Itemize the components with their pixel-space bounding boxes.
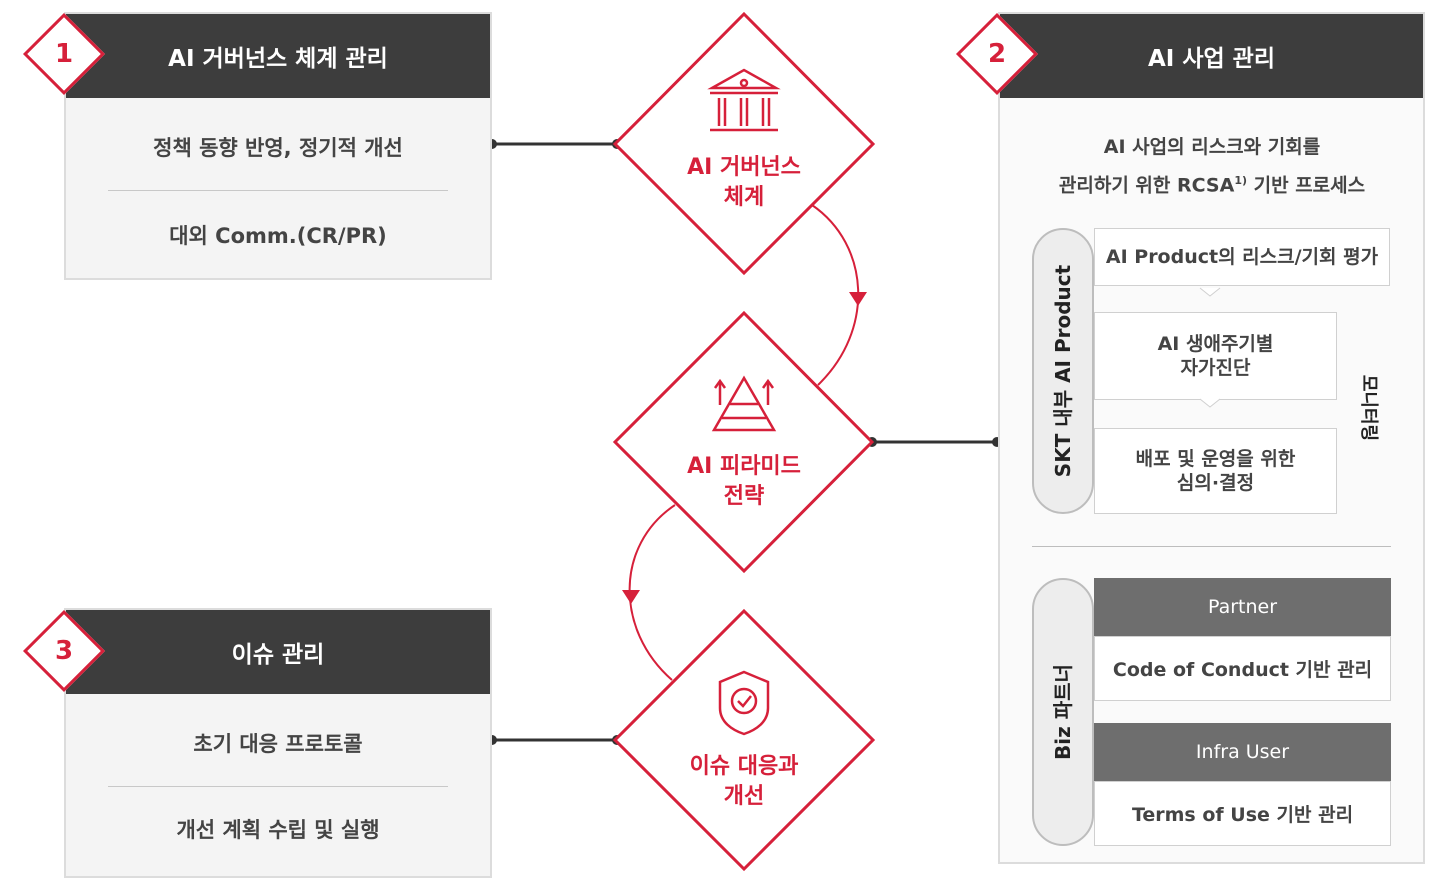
diamond-governance xyxy=(612,11,876,276)
partner-group-pill xyxy=(1032,578,1094,846)
business-divider xyxy=(1032,546,1391,547)
shield-check-icon xyxy=(718,670,770,736)
product-group-label: SKT 내부 AI Product xyxy=(1051,264,1075,478)
issue-item-protocol: 초기 대응 프로토콜 xyxy=(193,732,363,756)
diamond-pyramid xyxy=(612,310,875,574)
pyramid-icon xyxy=(711,375,777,432)
business-subtitle: AI 사업의 리스크와 기회를 관리하기 위한 RCSA1) 기반 프로세스 xyxy=(1000,130,1424,202)
governance-item-comm: 대외 Comm.(CR/PR) xyxy=(169,224,387,248)
infra-user-body: Terms of Use 기반 관리 xyxy=(1094,781,1391,846)
number-badge-1-text: 1 xyxy=(54,39,74,69)
monitoring-label: 모니터링 xyxy=(1358,374,1379,442)
business-subtitle-line1: AI 사업의 리스크와 기회를 xyxy=(1103,136,1321,158)
governance-panel-title: AI 거버넌스 체계 관리 xyxy=(66,14,490,98)
governance-panel: AI 거버넌스 체계 관리 정책 동향 반영, 정기적 개선 대외 Comm.(… xyxy=(64,12,492,280)
partner-group-label: Biz 파트너 xyxy=(1051,664,1075,760)
product-step-review: 배포 및 운영을 위한 심의·결정 xyxy=(1094,428,1337,514)
partner-body: Code of Conduct 기반 관리 xyxy=(1094,636,1391,701)
diamond-issue-line1: 이슈 대응과 xyxy=(689,754,799,779)
number-badge-2-text: 2 xyxy=(987,39,1007,69)
business-subtitle-line2-text: 관리하기 위한 RCSA xyxy=(1058,174,1235,197)
diamond-pyramid-label: AI 피라미드 전략 xyxy=(644,452,844,512)
diamond-governance-label: AI 거버넌스 체계 xyxy=(644,153,844,213)
arrow-governance-to-pyramid xyxy=(811,204,860,386)
issue-divider xyxy=(108,786,448,787)
issue-item-plan: 개선 계획 수립 및 실행 xyxy=(176,818,380,842)
diamond-governance-line2: 체계 xyxy=(723,185,765,210)
number-badge-3-text: 3 xyxy=(54,636,74,666)
issue-panel-title: 이슈 관리 xyxy=(66,610,490,694)
diamond-issue-label: 이슈 대응과 개선 xyxy=(644,752,844,812)
governance-divider xyxy=(108,190,448,191)
issue-panel: 이슈 관리 초기 대응 프로토콜 개선 계획 수립 및 실행 xyxy=(64,608,492,878)
product-step-selfcheck: AI 생애주기별 자가진단 xyxy=(1094,312,1337,400)
business-subtitle-footnote: 1) xyxy=(1234,174,1247,187)
product-step-assess: AI Product의 리스크/기회 평가 xyxy=(1094,228,1390,286)
product-group-pill xyxy=(1032,228,1094,514)
business-panel-title: AI 사업 관리 xyxy=(1000,14,1423,98)
diamond-governance-line1: AI 거버넌스 xyxy=(687,155,801,180)
step-chevrons xyxy=(1199,287,1221,408)
business-subtitle-line2-end: 기반 프로세스 xyxy=(1247,174,1366,197)
business-subtitle-line2: 관리하기 위한 RCSA1) 기반 프로세스 xyxy=(1000,164,1424,202)
partner-header: Partner xyxy=(1094,578,1391,636)
diamond-issue-line2: 개선 xyxy=(723,784,765,809)
arrow-pyramid-to-issue xyxy=(628,504,676,681)
building-icon xyxy=(707,68,781,132)
diamond-pyramid-line1: AI 피라미드 xyxy=(687,454,801,479)
infra-user-header: Infra User xyxy=(1094,723,1391,781)
diamond-pyramid-line2: 전략 xyxy=(723,484,765,509)
diamond-issue xyxy=(612,608,876,872)
governance-item-policy: 정책 동향 반영, 정기적 개선 xyxy=(153,136,403,160)
